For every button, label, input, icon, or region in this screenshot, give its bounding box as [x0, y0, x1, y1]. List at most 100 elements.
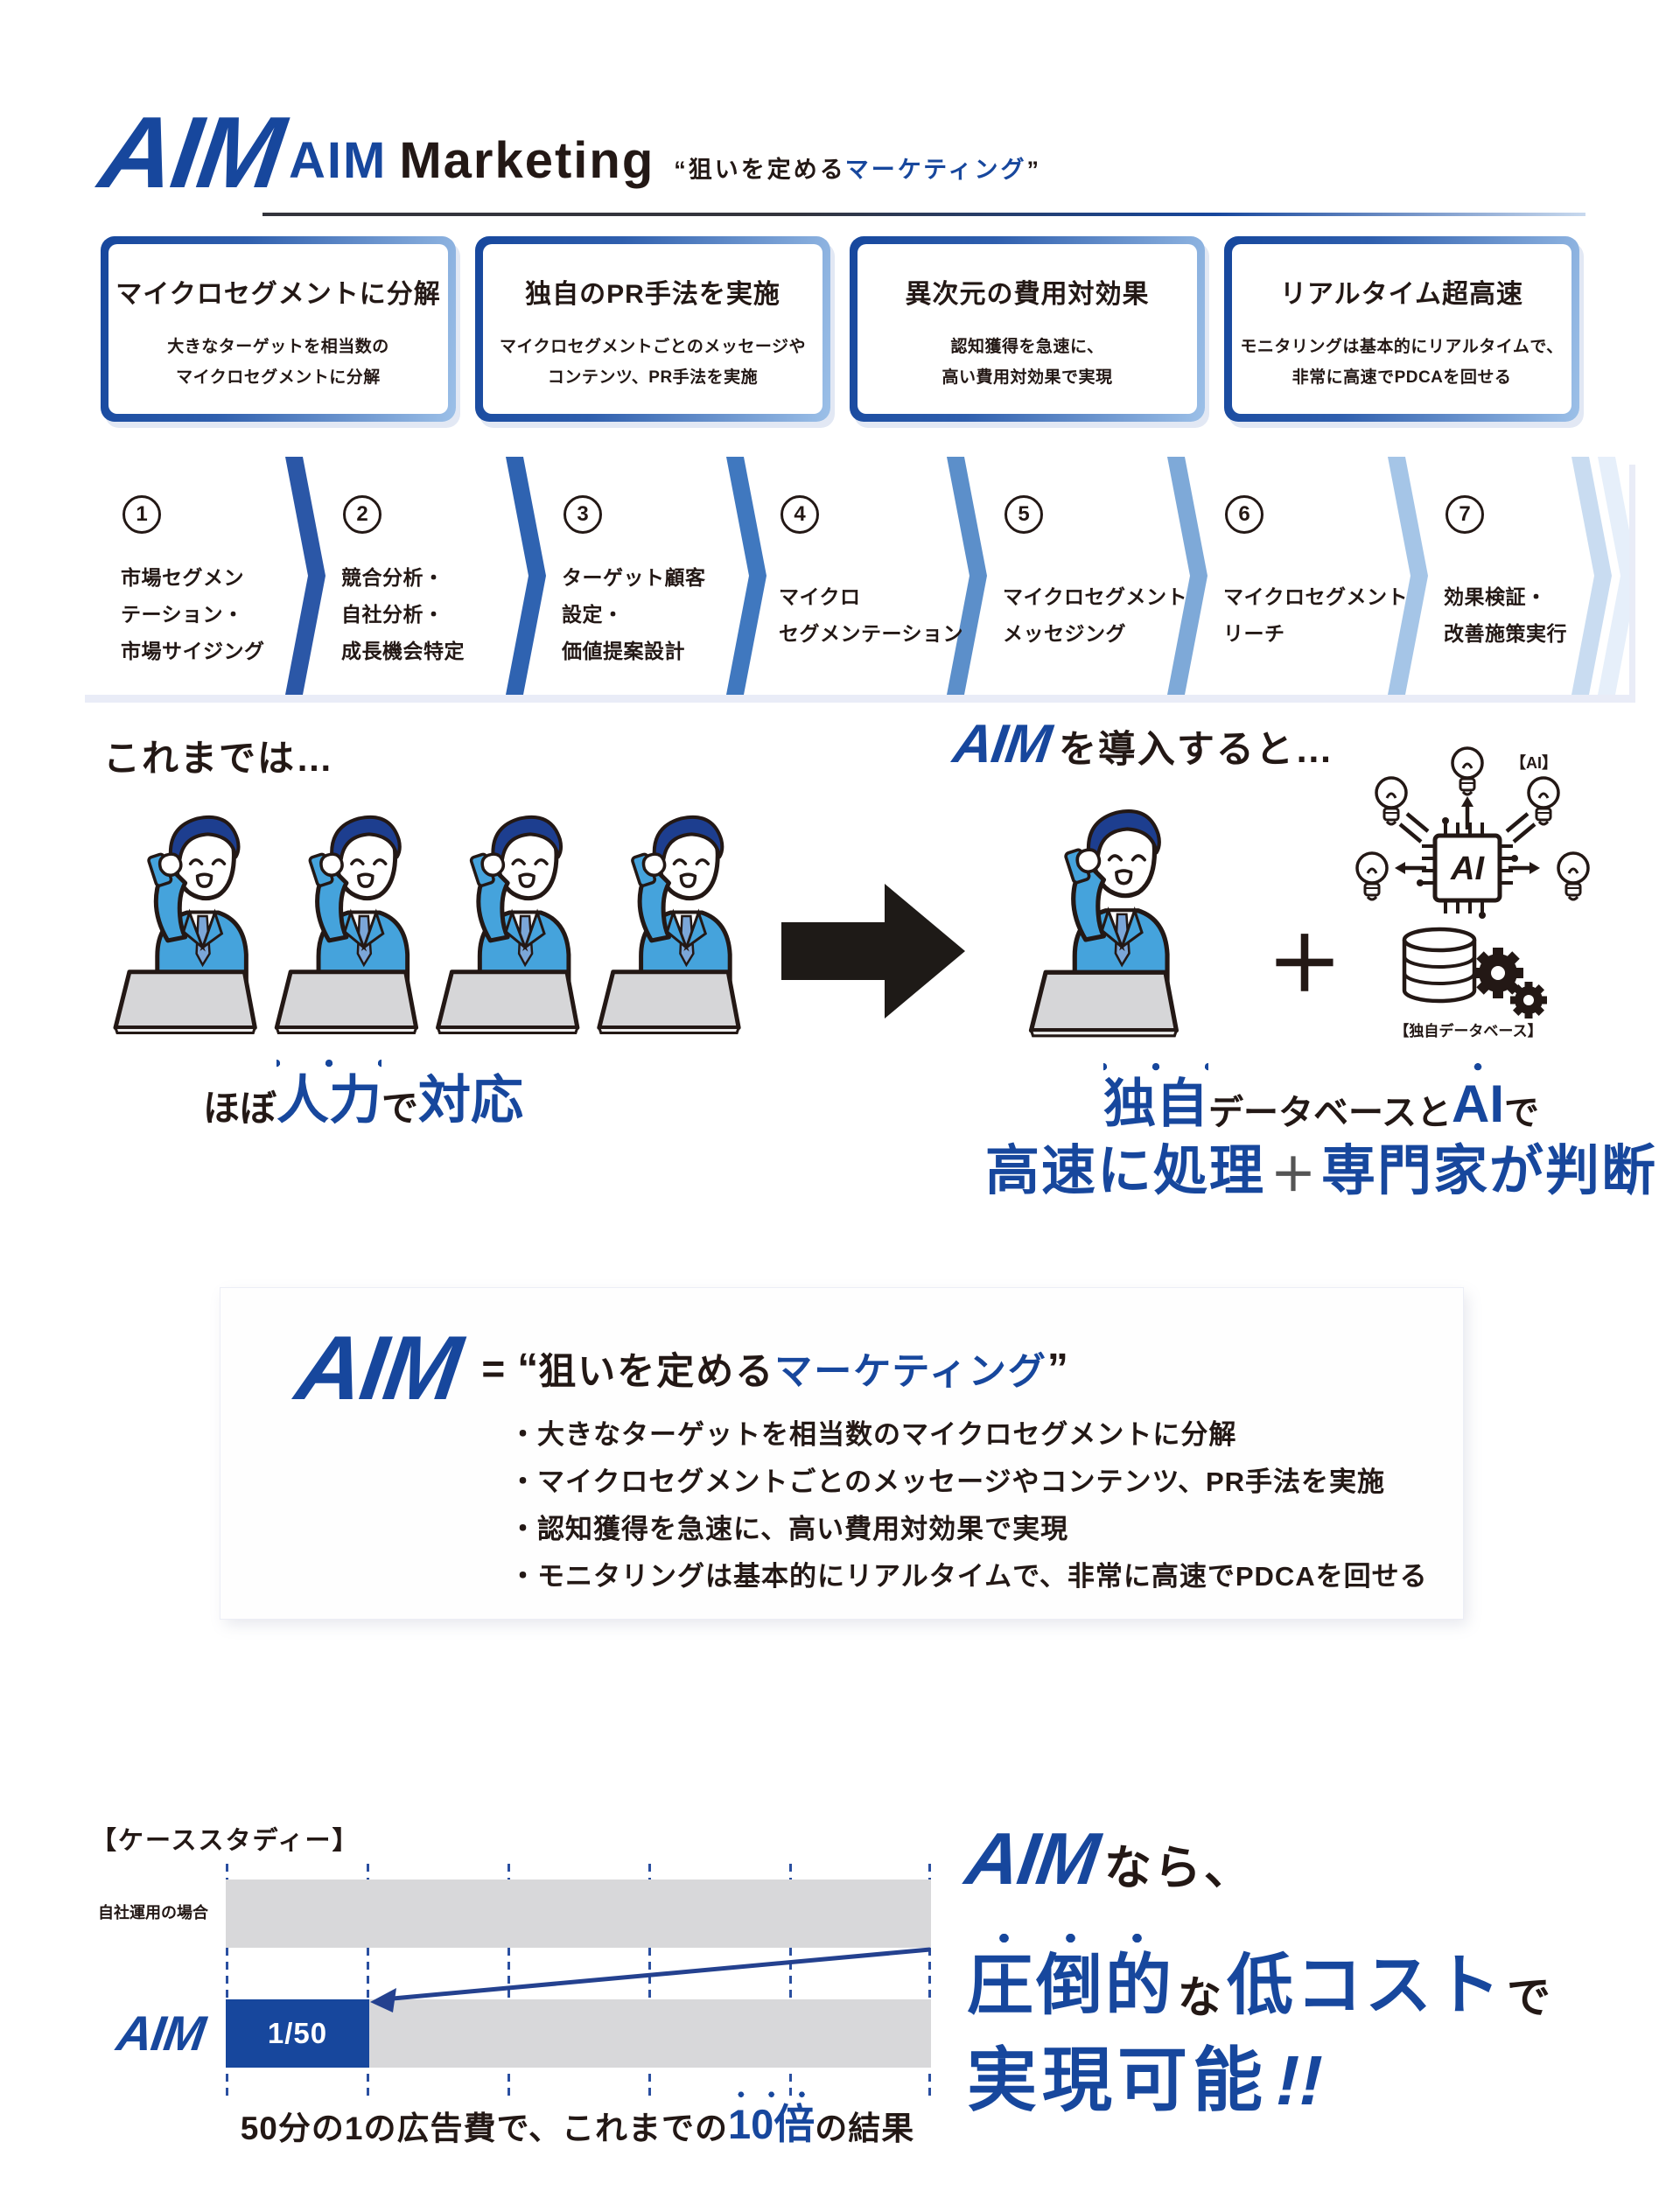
ai-chip-text: AI: [1450, 850, 1485, 887]
closing-line-1: AIM なら、: [961, 1817, 1556, 1900]
step-number-circle: 5: [1004, 495, 1043, 534]
step-number: 6: [1238, 502, 1250, 526]
caption-part: 50分の1の広告費で、これまでの: [240, 2110, 728, 2146]
database-icon: [1402, 927, 1477, 1004]
step-line: マイクロセグメント: [1003, 585, 1188, 608]
chevron-separator-icon: [285, 457, 326, 695]
caption-part: ほぼ: [202, 1088, 276, 1130]
definition-blue: マーケティング: [774, 1351, 1047, 1393]
definition-bullet: ・モニタリングは基本的にリアルタイムで、非常に高速でPDCAを回せる: [509, 1561, 1428, 1592]
ai-database-diagram: AI 【AI】: [1355, 746, 1590, 1040]
inhouse-row-label: 自社運用の場合: [98, 1904, 208, 1922]
step-line: 成長機会特定: [341, 639, 465, 662]
step-number: 5: [1018, 502, 1030, 526]
ai-chip-icon: AI: [1417, 817, 1518, 919]
feature-card-2-body: マイクロセグメントごとのメッセージやコンテンツ、PR手法を実施: [500, 332, 806, 393]
brand-logo: AIM: [93, 95, 290, 209]
step-line: 市場セグメン: [121, 566, 244, 589]
process-step-5: 5 マイクロセグメント メッセジング: [1003, 457, 1188, 653]
caption-part-emphasized: AI: [1452, 1060, 1504, 1131]
body-line: 大きなターゲットを相当数の: [167, 338, 389, 356]
closing-part: な: [1178, 1972, 1223, 2022]
step-line: 競合分析・: [341, 566, 444, 589]
process-step-6: 6 マイクロセグメント リーチ: [1223, 457, 1409, 653]
chart-gridline: [226, 1864, 228, 2100]
process-step-4: 4 マイクロ セグメンテーション: [779, 457, 964, 653]
worker-figure: [1031, 811, 1176, 1036]
step-number-circle: 4: [780, 495, 819, 534]
step-label: マイクロセグメント リーチ: [1223, 579, 1409, 653]
step-label: 効果検証・ 改善施策実行: [1444, 579, 1628, 653]
feature-card-1-title: マイクロセグメントに分解: [116, 280, 441, 309]
caption-plus: ＋: [1270, 1151, 1316, 1202]
chevron-separator-icon: [947, 457, 987, 695]
body-line: マイクロセグメントごとのメッセージや: [499, 338, 807, 356]
caption-part: 対応: [418, 1071, 524, 1130]
caption-part: で: [1504, 1094, 1539, 1133]
definition-aim-logo: AIM: [290, 1318, 466, 1419]
caption-part: 高速に処理: [984, 1141, 1265, 1202]
caption-part: で: [382, 1088, 419, 1130]
chart-gridline: [367, 1864, 369, 2100]
single-worker-illustration: [1022, 794, 1213, 1040]
step-line: 価値提案設計: [562, 639, 685, 662]
workers-illustration: [107, 798, 774, 1040]
brand-tagline: “狙いを定めるマーケティング”: [674, 150, 1041, 185]
ai-diagram-label: 【AI】: [1510, 754, 1558, 772]
feature-card-1: マイクロセグメントに分解 大きなターゲットを相当数のマイクロセグメントに分解: [101, 236, 456, 422]
closing-aim: AIM: [961, 1817, 1103, 1900]
body-line: 認知獲得を急速に、: [950, 338, 1104, 356]
inhouse-cost-bar: [226, 1880, 931, 1948]
feature-card-3-inner: 異次元の費用対効果 認知獲得を急速に、高い費用対効果で実現: [858, 244, 1197, 414]
aim-bar-value: 1/50: [267, 2017, 328, 2049]
chart-gridline: [928, 1864, 931, 2100]
database-label: 【独自データベース】: [1394, 1022, 1542, 1040]
step-number: 7: [1459, 502, 1471, 526]
worker-figure: [599, 817, 738, 1033]
tagline-quote-open: “: [674, 157, 689, 183]
process-step-1: 1 市場セグメン テーション・ 市場サイジング: [121, 457, 304, 670]
after-heading-aim: AIM: [949, 714, 1054, 774]
process-step-2: 2 競合分析・ 自社分析・ 成長機会特定: [341, 457, 525, 670]
quote-open: “: [517, 1345, 539, 1392]
feature-card-1-body: 大きなターゲットを相当数のマイクロセグメントに分解: [167, 332, 389, 393]
step-label: 市場セグメン テーション・ 市場サイジング: [121, 560, 304, 670]
feature-card-3: 異次元の費用対効果 認知獲得を急速に、高い費用対効果で実現: [850, 236, 1205, 422]
feature-card-4-title: リアルタイム超高速: [1279, 280, 1524, 309]
closing-line-2: 圧倒的な低コストで: [967, 1930, 1556, 2020]
equals-sign: =: [481, 1346, 506, 1391]
step-number: 4: [794, 502, 806, 526]
brand-name-marketing: Marketing: [399, 132, 655, 189]
feature-card-3-title: 異次元の費用対効果: [905, 280, 1150, 309]
step-number-circle: 3: [564, 495, 602, 534]
step-line: 効果検証・: [1444, 585, 1547, 608]
after-caption-line-2: 高速に処理＋専門家が判断: [967, 1141, 1676, 1202]
chart-gridline: [648, 1864, 651, 2100]
definition-headline: AIM = “ 狙いを定める マーケティング ”: [290, 1318, 1068, 1419]
header-divider: [262, 213, 1586, 216]
step-line: セグメンテーション: [779, 621, 964, 645]
step-line: マイクロ: [779, 585, 861, 608]
step-label: マイクロ セグメンテーション: [779, 579, 964, 653]
step-label: ターゲット顧客 設定・ 価値提案設計: [562, 560, 746, 670]
step-line: 市場サイジング: [121, 639, 265, 662]
quote-close: ”: [1046, 1345, 1068, 1392]
case-study-label: 【ケーススタディー】: [91, 1827, 360, 1855]
closing-line-3: 実現可能!!: [967, 2040, 1556, 2119]
chevron-separator-icon: [1572, 457, 1612, 695]
lightbulb-icon: [1355, 851, 1389, 901]
step-number-circle: 2: [343, 495, 382, 534]
step-number-circle: 1: [122, 495, 161, 534]
step-label: 競合分析・ 自社分析・ 成長機会特定: [341, 560, 525, 670]
closing-exclamation: !!: [1268, 2040, 1332, 2119]
step-line: マイクロセグメント: [1223, 585, 1409, 608]
definition-box: AIM = “ 狙いを定める マーケティング ” ・大きなターゲットを相当数のマ…: [220, 1288, 1463, 1619]
body-line: コンテンツ、PR手法を実施: [547, 368, 759, 388]
cost-reduction-arrow-icon: [370, 1947, 931, 2012]
step-line: メッセジング: [1003, 621, 1126, 645]
diagram-arrows: [1395, 796, 1540, 874]
aim-row-label-text: AIM: [113, 2006, 208, 2061]
